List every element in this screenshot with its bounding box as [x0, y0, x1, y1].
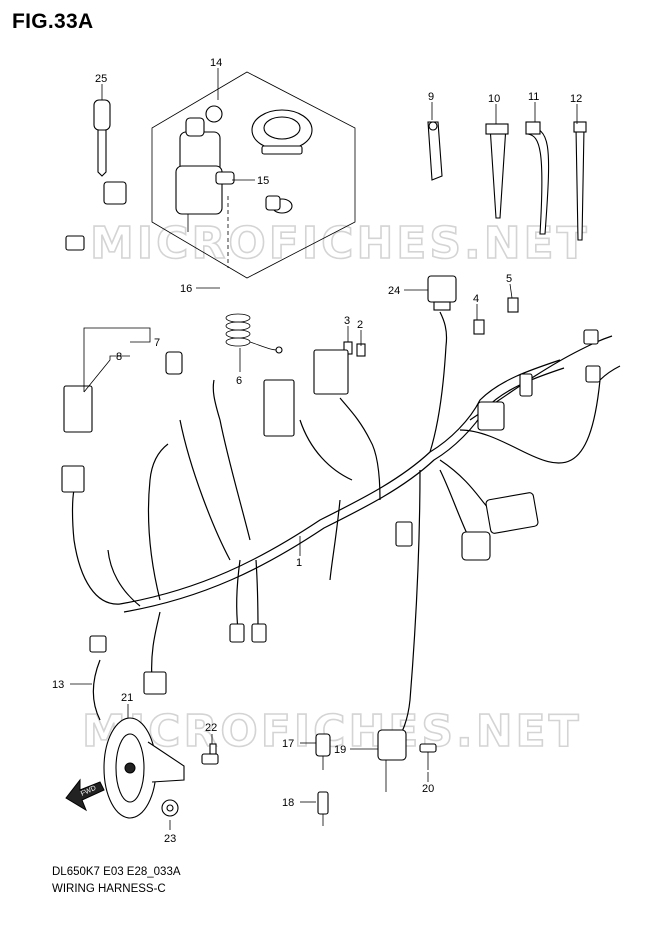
nut-part: [161, 799, 179, 817]
callout-12: 12: [570, 93, 582, 105]
bolt-part: [201, 743, 219, 765]
callout-3: 3: [344, 315, 350, 327]
connector-a: [61, 465, 85, 493]
connector-g: [63, 385, 93, 433]
callout-1: 1: [296, 557, 302, 569]
connector-o: [89, 635, 107, 653]
callout-6: 6: [236, 375, 242, 387]
callout-8: 8: [116, 351, 122, 363]
fuel-cap-part: [251, 109, 313, 155]
connector-r: [519, 373, 533, 397]
connector-i: [65, 235, 85, 251]
model-code: DL650K7 E03 E28_033A: [52, 866, 181, 878]
side-stand-switch-part: [377, 729, 407, 792]
callout-9: 9: [428, 91, 434, 103]
spring-part: [225, 313, 283, 354]
callout-16: 16: [180, 283, 192, 295]
fuse-5-part: [507, 297, 519, 313]
ignition-switch-set-box: [151, 71, 356, 279]
horn-part: [103, 717, 185, 819]
clamp-12-part: [573, 121, 587, 241]
connector-l: [143, 671, 167, 695]
relay-part: [427, 275, 457, 311]
clamp-10-part: [485, 123, 509, 219]
callout-4: 4: [473, 293, 479, 305]
callout-18: 18: [282, 797, 294, 809]
clamp-9-part: [427, 121, 443, 181]
connector-e: [313, 349, 349, 395]
callout-10: 10: [488, 93, 500, 105]
callout-2: 2: [357, 319, 363, 331]
connector-m: [229, 623, 245, 643]
callout-25: 25: [95, 73, 107, 85]
screw-part: [419, 743, 437, 770]
callout-21: 21: [121, 692, 133, 704]
callout-19: 19: [334, 744, 346, 756]
lock-cylinder-part: [265, 195, 293, 214]
connector-h: [103, 181, 127, 205]
callout-13: 13: [52, 679, 64, 691]
connector-p: [585, 365, 601, 383]
connector-d: [477, 401, 505, 431]
neutral-switch-part: [315, 733, 331, 770]
connector-q: [583, 329, 599, 345]
figure-title: FIG.33A: [12, 10, 94, 33]
sensor-part: [317, 791, 329, 826]
callout-11: 11: [528, 91, 539, 103]
connector-j: [165, 351, 183, 375]
clamp-11-part: [525, 121, 550, 235]
callout-15: 15: [257, 175, 269, 187]
callout-5: 5: [506, 273, 512, 285]
fwd-arrow-icon: FWD: [65, 778, 105, 812]
callout-24: 24: [388, 285, 400, 297]
connector-b: [485, 492, 539, 534]
callout-22: 22: [205, 722, 217, 734]
callout-17: 17: [282, 738, 294, 750]
connector-c: [461, 531, 491, 561]
callout-23: 23: [164, 833, 176, 845]
watermark-top: MICROFICHES.NET: [90, 218, 590, 269]
connector-n: [251, 623, 267, 643]
callout-14: 14: [210, 57, 222, 69]
connector-k: [395, 521, 413, 547]
callout-7: 7: [154, 337, 160, 349]
ignition-key-part: [93, 99, 111, 177]
main-harness-part: [71, 311, 621, 743]
ignition-switch-part: [175, 105, 235, 232]
fuse-4-part: [473, 319, 485, 335]
callout-20: 20: [422, 783, 434, 795]
figure-caption: WIRING HARNESS-C: [52, 883, 166, 895]
connector-f: [263, 379, 295, 437]
